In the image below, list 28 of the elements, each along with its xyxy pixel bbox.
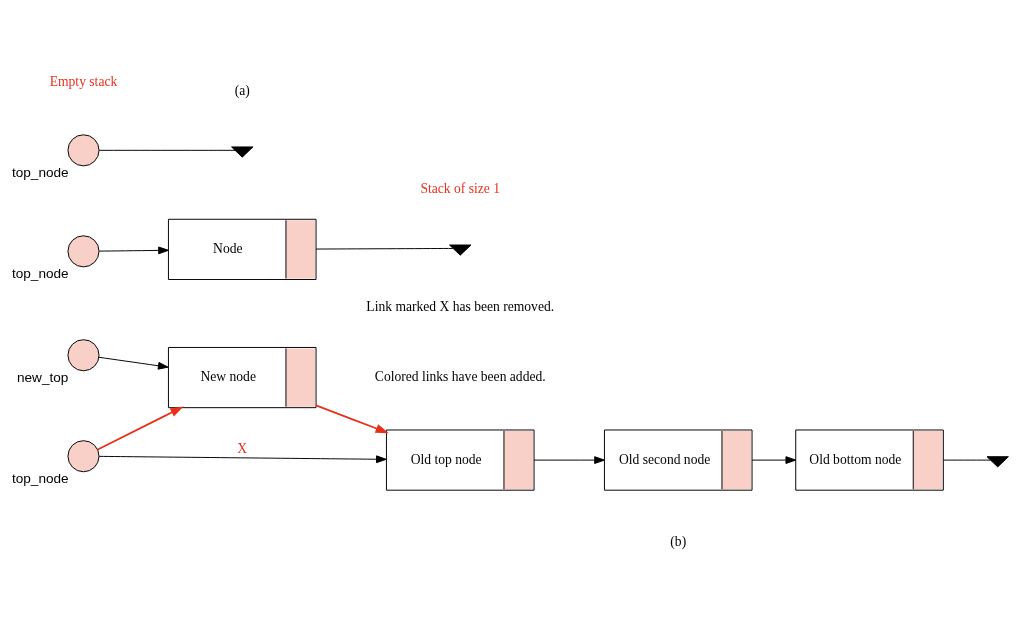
arrow: [98, 356, 169, 370]
label: Empty stack: [49, 73, 118, 89]
connector: [98, 149, 236, 151]
node-ground: [449, 244, 472, 256]
arrow: [98, 246, 169, 255]
node-circle: [67, 235, 100, 268]
node-label: top_node: [11, 470, 69, 486]
arrow: [315, 404, 389, 434]
connector: [315, 247, 454, 250]
node-label: top_node: [11, 265, 69, 281]
arrow: [751, 456, 797, 464]
label: (b): [670, 534, 687, 550]
connector: [943, 459, 991, 461]
node-circle: [67, 339, 100, 372]
label: Colored links have been added.: [374, 369, 546, 385]
arrow: [533, 456, 605, 464]
edge-label: X: [237, 440, 248, 456]
node-circle: [67, 440, 100, 473]
node-label: top_node: [11, 164, 69, 180]
label: Stack of size 1: [420, 180, 501, 196]
arrow: [96, 406, 184, 451]
label: (a): [234, 82, 250, 98]
arrow: [98, 455, 387, 464]
node-ground: [231, 146, 254, 158]
node-ground: [986, 456, 1009, 468]
label: Link marked X has been removed.: [366, 299, 555, 315]
node-label: new_top: [17, 369, 69, 385]
node-circle: [67, 134, 100, 167]
